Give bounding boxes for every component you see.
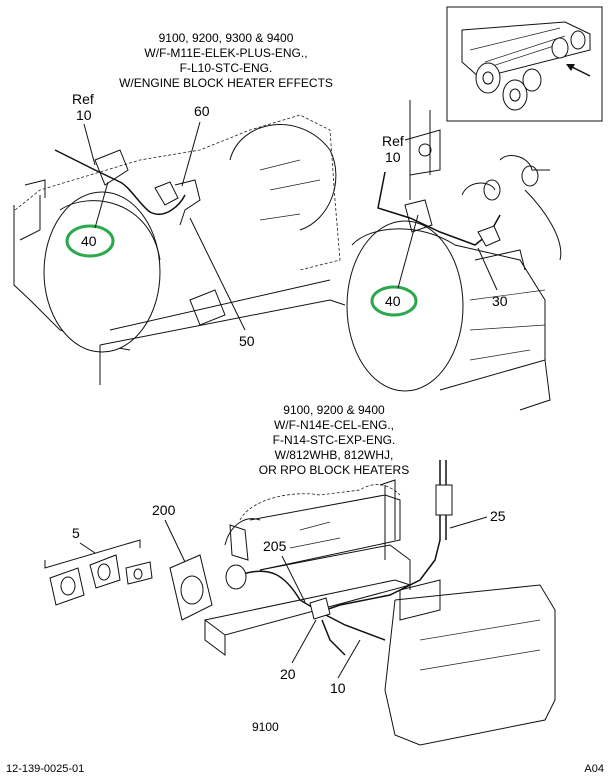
callout-ref-left-label: Ref (72, 91, 94, 107)
crossmember-lower (384, 584, 556, 746)
engine-left-flywheel-housing (43, 191, 161, 353)
leader-40-left (94, 181, 109, 229)
inset-wheel-2 (502, 79, 528, 111)
footer-sheet: A04 (584, 763, 604, 775)
leader-25 (449, 516, 488, 529)
callout-ref-left-number: 10 (76, 107, 92, 123)
inset-frame (446, 6, 603, 122)
callout-20: 20 (280, 666, 296, 682)
engine-left-view (13, 114, 346, 385)
middle-caption-line-1: 9100, 9200 & 9400 (283, 403, 385, 417)
callout-60: 60 (194, 103, 210, 119)
leader-ref-left (83, 123, 96, 166)
gasket-5c (125, 561, 153, 585)
inset-wheel-3 (522, 68, 542, 92)
callout-50: 50 (239, 333, 255, 349)
inset-chassis (461, 21, 591, 79)
inset-wheel-5 (570, 30, 586, 50)
middle-caption-line-4: W/812WHB, 812WHJ, (275, 448, 394, 462)
leader-60 (181, 121, 201, 187)
footer-doc-number: 12-139-0025-01 (6, 763, 84, 775)
middle-caption-line-3: F-N14-STC-EXP-ENG. (273, 433, 396, 447)
callout-10: 10 (330, 680, 346, 696)
receptacle-plate-200 (169, 554, 213, 621)
engine-right-view (346, 100, 562, 411)
highlight-40-left (65, 224, 115, 258)
inset-wheel-1 (475, 62, 501, 94)
model-label: 9100 (252, 720, 279, 734)
callout-25: 25 (490, 508, 506, 524)
leader-200 (164, 519, 186, 563)
gasket-5b (89, 554, 121, 589)
leader-10 (337, 639, 361, 679)
frame-assembly-view (44, 460, 556, 746)
middle-caption-line-5: OR RPO BLOCK HEATERS (259, 463, 409, 477)
heater-cord-left (54, 149, 186, 215)
top-left-caption-line-3: F-L10-STC-ENG. (180, 61, 273, 75)
gasket-5a (49, 567, 85, 606)
callout-40-left: 40 (81, 233, 97, 249)
callout-30: 30 (492, 293, 508, 309)
heater-plug-left (154, 181, 179, 206)
callout-ref-right-label: Ref (382, 133, 404, 149)
inset-wheel-4 (551, 37, 569, 59)
middle-caption-line-2: W/F-N14E-CEL-ENG., (274, 418, 394, 432)
leader-40-right (397, 214, 419, 289)
truck-inset (446, 6, 603, 122)
leader-205 (281, 555, 306, 603)
top-left-caption-line-4: W/ENGINE BLOCK HEATER EFFECTS (119, 76, 333, 90)
heater-bracket-left (94, 149, 129, 186)
highlight-40-right (370, 285, 418, 317)
callout-40-right: 40 (385, 293, 401, 309)
receptacle-body (225, 564, 247, 590)
callout-5: 5 (72, 525, 80, 541)
callout-200: 200 (152, 502, 176, 518)
heater-tube-25 (319, 460, 441, 613)
heater-bracket-right (404, 199, 433, 233)
tube-fitting (435, 484, 453, 516)
callout-205: 205 (263, 538, 287, 554)
callout-ref-right-number: 10 (385, 149, 401, 165)
engine-right-flywheel-housing (346, 220, 464, 392)
bracket-5 (44, 539, 141, 569)
top-left-caption-line-2: W/F-M11E-ELEK-PLUS-ENG., (144, 46, 307, 60)
leader-30 (477, 247, 498, 291)
heater-plug-right (477, 225, 501, 247)
leader-20 (291, 619, 317, 664)
top-left-caption-line-1: 9100, 9200, 9300 & 9400 (159, 31, 294, 45)
leader-5 (79, 542, 96, 554)
leader-50 (189, 217, 246, 331)
inset-arrow-head (566, 64, 575, 71)
cord-clamp-20 (309, 597, 331, 620)
